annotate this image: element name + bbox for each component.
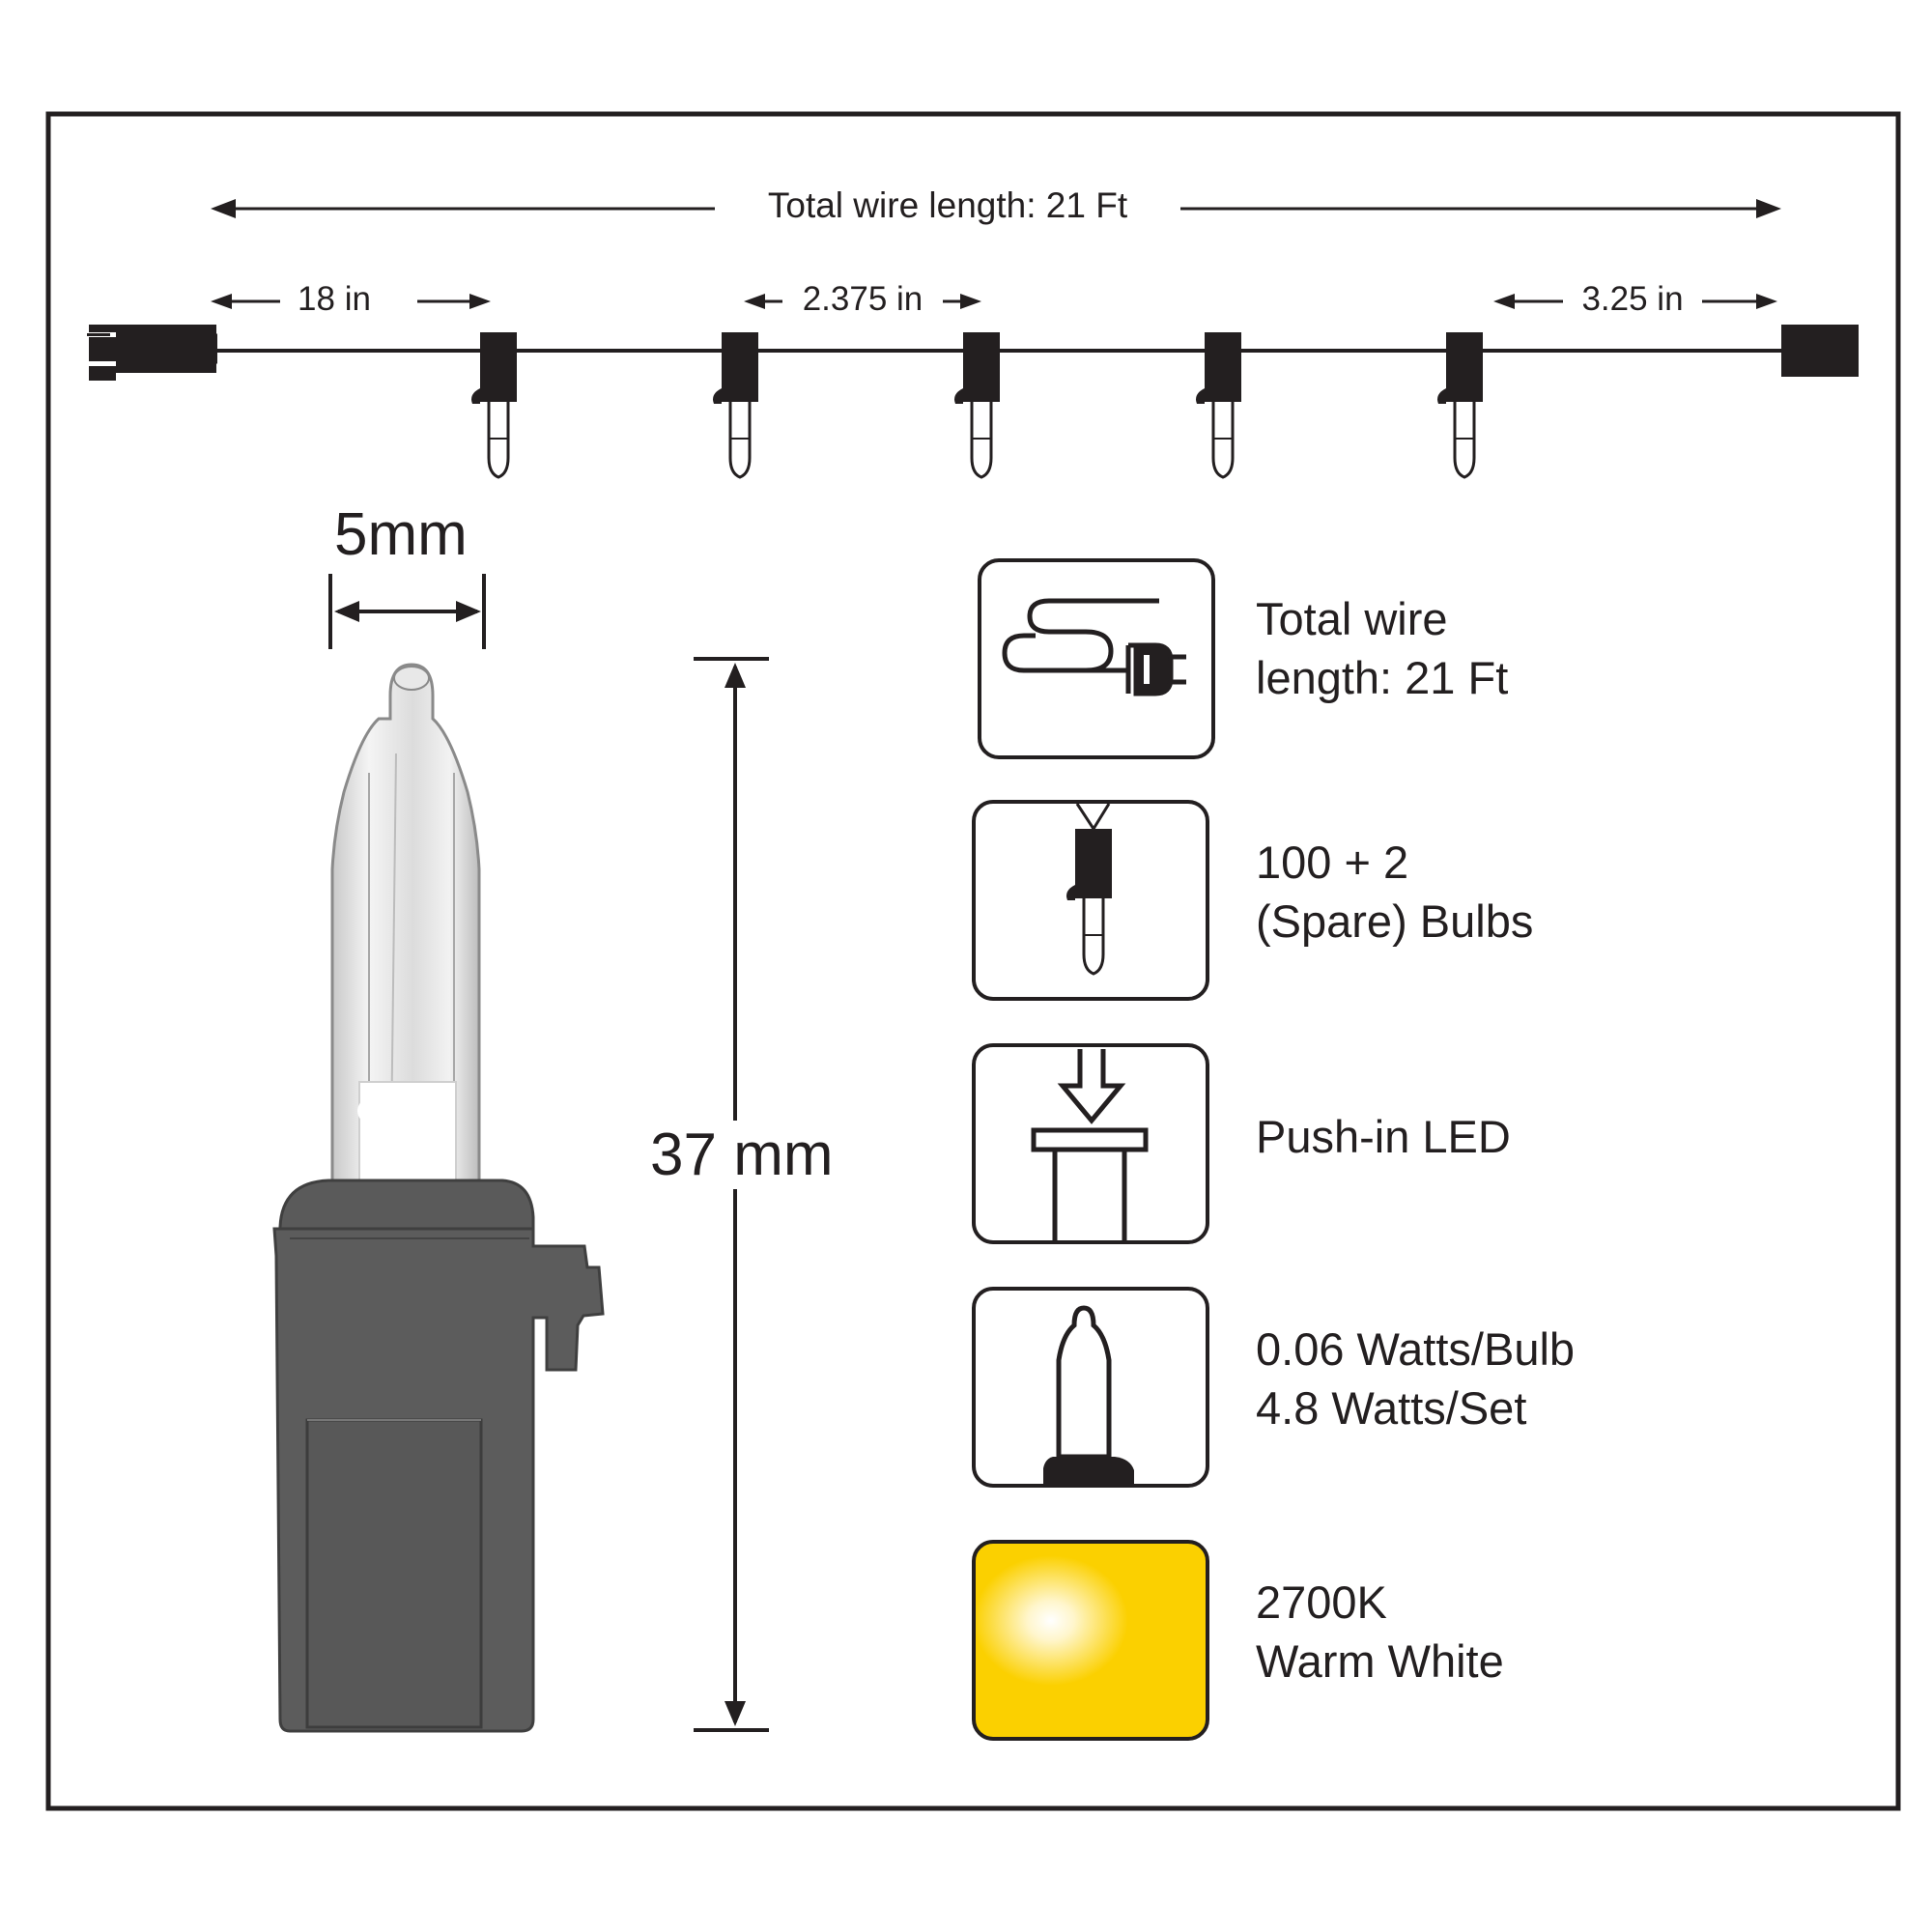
feature-2-text: 100 + 2 (Spare) Bulbs — [1256, 833, 1533, 951]
feature-4-line2: 4.8 Watts/Set — [1256, 1382, 1527, 1434]
feature-box-2 — [972, 800, 1209, 1001]
feature-4-line1: 0.06 Watts/Bulb — [1256, 1323, 1576, 1375]
outer-frame — [45, 111, 1901, 1811]
wire-plug-icon — [1002, 598, 1186, 696]
male-plug-icon — [87, 325, 217, 381]
bulb-socket-icon — [1065, 803, 1114, 976]
feature-1-line1: Total wire — [1256, 593, 1448, 644]
feature-1-line2: length: 21 Ft — [1256, 652, 1509, 703]
string-bulb-4 — [1194, 330, 1243, 479]
height-dimension — [694, 657, 769, 1732]
bulb-width-label: 5mm — [328, 500, 473, 569]
push-in-icon — [1031, 1049, 1149, 1240]
width-dimension — [328, 574, 486, 649]
feature-1-text: Total wire length: 21 Ft — [1256, 589, 1508, 707]
bulb-height-label: 37 mm — [644, 1121, 839, 1189]
bulb-outline-icon — [1043, 1305, 1134, 1484]
feature-5-line2: Warm White — [1256, 1635, 1504, 1687]
feature-2-line1: 100 + 2 — [1256, 837, 1409, 888]
end-gap-label: 3.25 in — [1576, 280, 1690, 319]
end-connector-icon — [1781, 325, 1859, 377]
feature-box-3 — [972, 1043, 1209, 1244]
feature-3-line1: Push-in LED — [1256, 1111, 1511, 1162]
feature-5-text: 2700K Warm White — [1256, 1573, 1504, 1690]
led-bulb-illustration — [272, 663, 605, 1733]
string-bulb-3 — [952, 330, 1002, 479]
total-length-label: Total wire length: 21 Ft — [753, 185, 1142, 226]
bulb-spacing-dimension — [744, 294, 981, 309]
feature-3-text: Push-in LED — [1256, 1107, 1511, 1166]
feature-4-text: 0.06 Watts/Bulb 4.8 Watts/Set — [1256, 1320, 1575, 1437]
first-gap-dimension — [211, 294, 491, 309]
string-bulb-2 — [711, 330, 760, 479]
string-bulb-1 — [469, 330, 519, 479]
first-gap-label: 18 in — [292, 280, 377, 319]
end-gap-dimension — [1493, 294, 1777, 309]
warm-white-swatch-icon — [972, 1540, 1209, 1741]
feature-box-1 — [978, 558, 1215, 759]
total-length-dimension — [211, 199, 1781, 218]
string-bulb-5 — [1435, 330, 1485, 479]
string-bulbs — [469, 330, 1485, 479]
feature-2-line2: (Spare) Bulbs — [1256, 895, 1534, 947]
feature-box-4 — [972, 1287, 1209, 1488]
feature-5-line1: 2700K — [1256, 1577, 1387, 1628]
bulb-spacing-label: 2.375 in — [796, 280, 929, 319]
